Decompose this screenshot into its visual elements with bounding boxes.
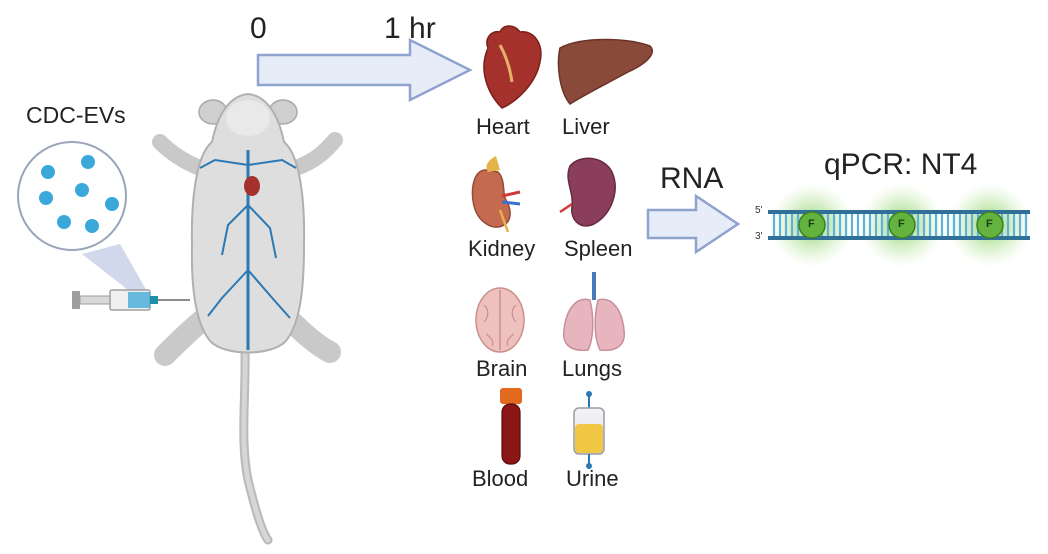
brain-icon <box>475 287 525 353</box>
kidney-icon <box>471 156 521 233</box>
urine-bag-icon <box>573 391 605 469</box>
rna-arrow <box>646 193 741 255</box>
ev-particle <box>57 215 71 229</box>
probe-label: F <box>986 218 993 230</box>
organ-label-liver: Liver <box>562 114 610 139</box>
organ-label-kidney: Kidney <box>468 236 536 261</box>
organ-label-heart: Heart <box>476 114 530 139</box>
ev-particle <box>105 197 119 211</box>
ev-magnified-view <box>17 141 152 304</box>
strand-5prime-label: 5' <box>755 205 763 216</box>
organ-label-brain: Brain <box>476 356 528 381</box>
rna-label: RNA <box>660 162 724 195</box>
cdc-evs-label: CDC-EVs <box>26 102 126 128</box>
organ-label-blood: Blood <box>472 466 529 491</box>
ev-particle <box>75 183 89 197</box>
mouse-illustration <box>152 92 343 545</box>
organ-label-urine: Urine <box>566 466 619 491</box>
heart-icon <box>483 25 542 109</box>
qpcr-title: qPCR: NT4 <box>824 148 978 181</box>
time-end-label: 1 hr <box>384 12 436 45</box>
ev-particle <box>81 155 95 169</box>
probe-label: F <box>898 218 905 230</box>
blood-tube-icon <box>500 388 522 465</box>
ev-particle <box>85 219 99 233</box>
time-start-label: 0 <box>250 12 267 45</box>
strand-3prime-label: 3' <box>755 231 763 242</box>
spleen-icon <box>559 157 616 227</box>
organ-label-spleen: Spleen <box>564 236 633 261</box>
syringe <box>72 289 190 311</box>
liver-icon <box>557 38 653 105</box>
ev-particle <box>39 191 53 205</box>
qpcr-strand <box>768 183 1032 267</box>
time-arrow <box>256 37 473 103</box>
ev-particle <box>41 165 55 179</box>
probe-label: F <box>808 218 815 230</box>
organ-label-lungs: Lungs <box>562 356 622 381</box>
lungs-icon <box>562 272 626 352</box>
